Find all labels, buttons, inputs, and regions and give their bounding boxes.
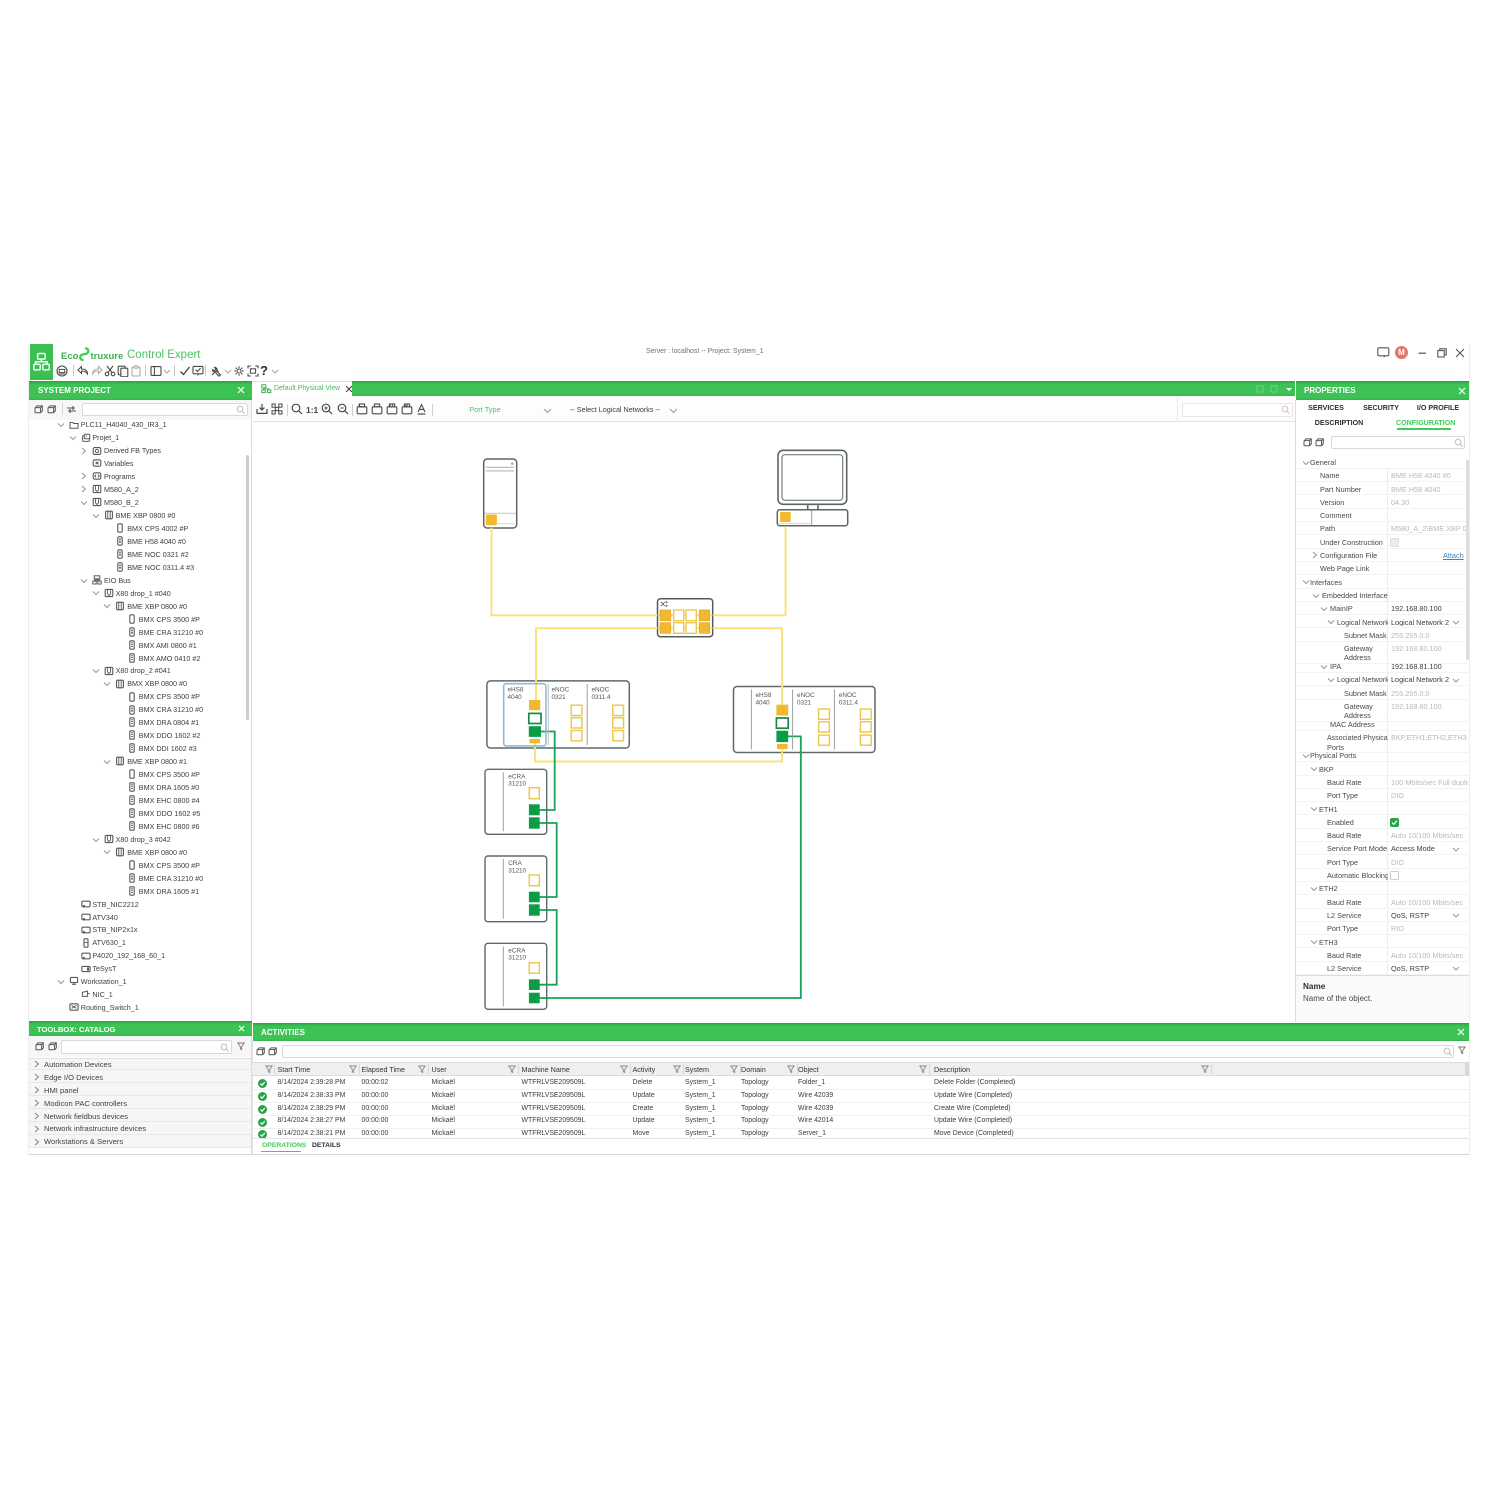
svg-text:eNOC: eNOC xyxy=(592,687,610,694)
svg-text:4040: 4040 xyxy=(508,694,523,701)
svg-text:eCRA: eCRA xyxy=(508,947,526,954)
svg-text:eHS8: eHS8 xyxy=(756,692,772,699)
svg-text:31210: 31210 xyxy=(508,867,526,874)
svg-text:4040: 4040 xyxy=(756,699,771,706)
svg-text:31210: 31210 xyxy=(508,781,526,788)
svg-text:0321: 0321 xyxy=(552,694,567,701)
svg-text:eHS8: eHS8 xyxy=(508,687,524,694)
svg-text:eNOC: eNOC xyxy=(839,692,857,699)
svg-text:0321: 0321 xyxy=(797,699,812,706)
svg-text:0311.4: 0311.4 xyxy=(839,699,859,706)
svg-text:CRA: CRA xyxy=(508,860,522,867)
svg-text:eCRA: eCRA xyxy=(508,773,526,780)
svg-text:eNOC: eNOC xyxy=(552,687,570,694)
svg-text:0311.4: 0311.4 xyxy=(592,694,612,701)
svg-text:eNOC: eNOC xyxy=(797,692,815,699)
svg-text:31210: 31210 xyxy=(508,955,526,962)
